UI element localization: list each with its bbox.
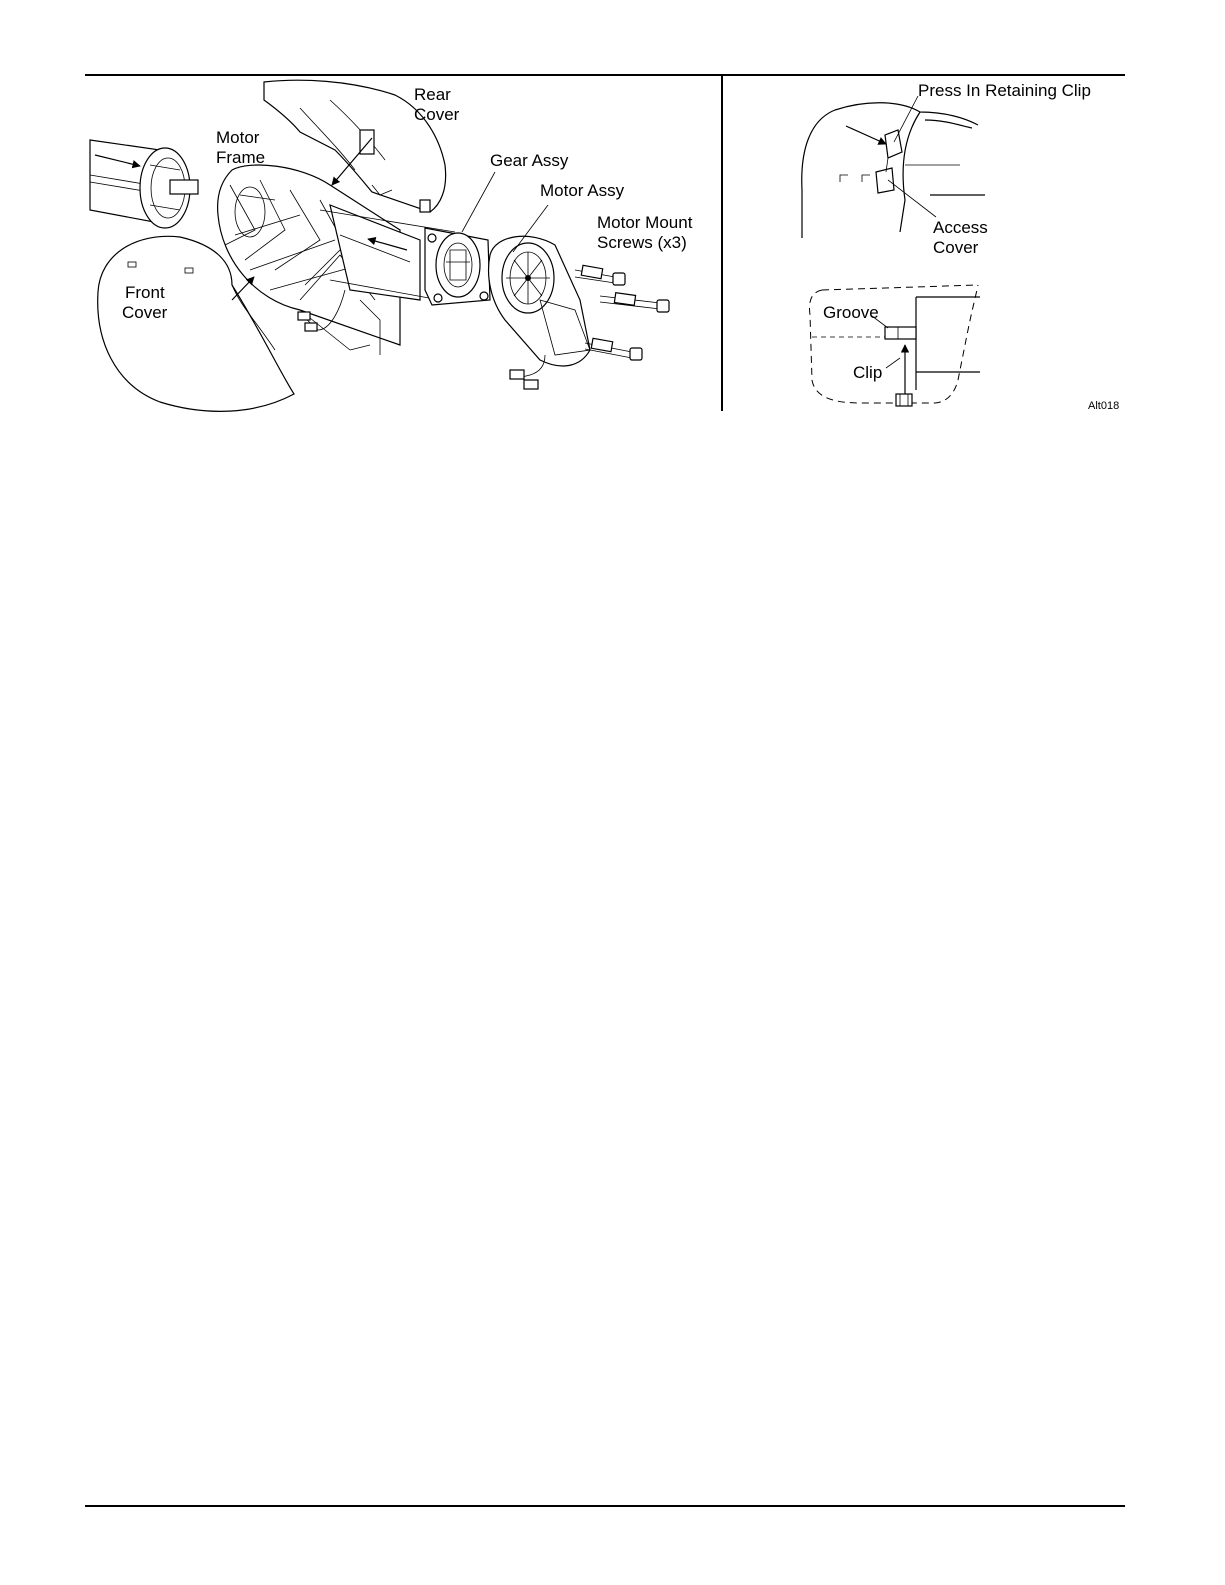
rear-cover-label: Rear Cover	[414, 85, 460, 124]
motor-assy-drawing	[489, 236, 590, 389]
motor-assy-label: Motor Assy	[540, 181, 625, 200]
access-cover-leader	[888, 180, 936, 217]
motor-mount-screws-label: Motor Mount Screws (x3)	[597, 213, 697, 252]
groove-label: Groove	[823, 303, 879, 322]
access-cover-label: Access Cover	[933, 218, 993, 257]
figure-code: Alt018	[1088, 400, 1119, 412]
front-cover-arrow	[232, 277, 254, 300]
gear-assy-drawing	[425, 228, 490, 305]
press-clip-leader	[894, 96, 918, 142]
front-cover-label: Front Cover	[122, 283, 169, 322]
motor-frame-label: Motor Frame	[216, 128, 265, 167]
press-clip-arrow	[846, 126, 886, 144]
gear-assy-leader	[462, 172, 495, 232]
gear-assy-label: Gear Assy	[490, 151, 569, 170]
footer-rule	[85, 1505, 1125, 1507]
clip-label: Clip	[853, 363, 882, 382]
roller-tube-drawing	[90, 140, 198, 228]
clip-leader	[886, 358, 900, 368]
press-in-retaining-clip-label: Press In Retaining Clip	[918, 81, 1091, 100]
exploded-view-figure: Rear Cover Motor Frame Gear Assy Motor A…	[0, 0, 1225, 420]
